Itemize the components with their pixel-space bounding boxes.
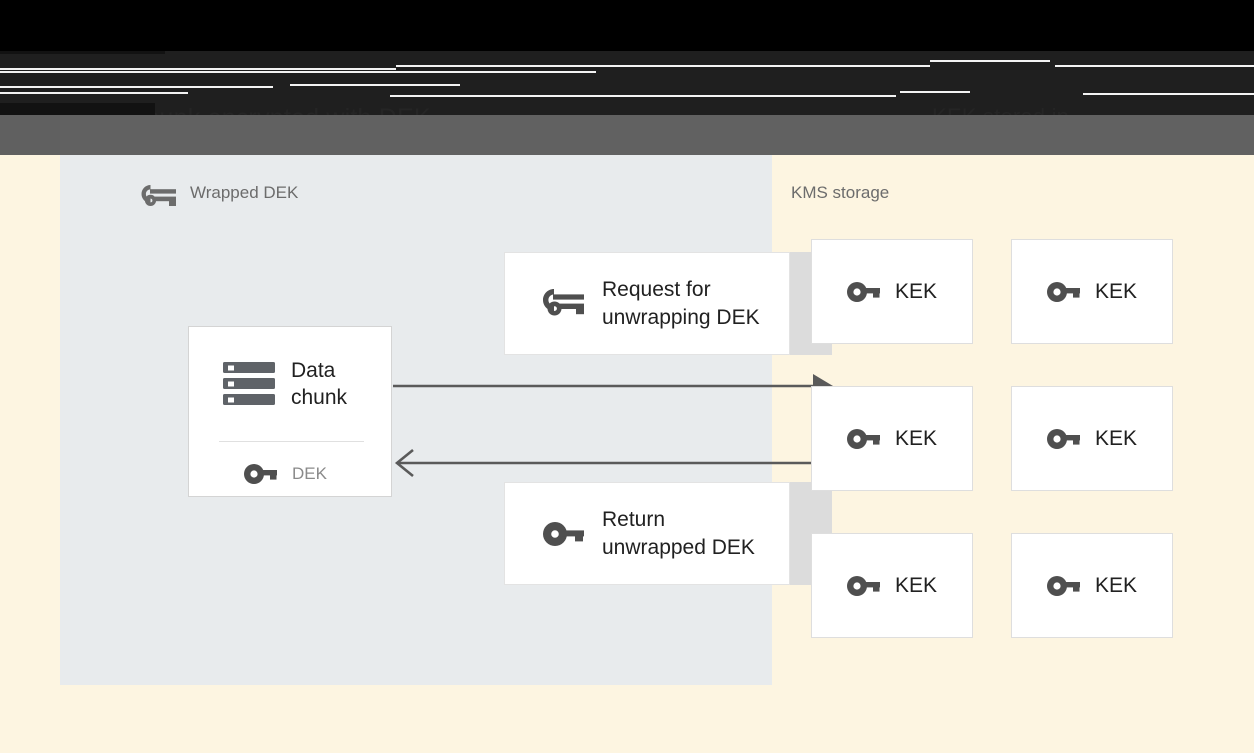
browser-chrome-title-band: Data chunk encrypted with DEK and stored… xyxy=(0,51,1254,163)
request-message-text: Request for unwrapping DEK xyxy=(602,276,760,331)
scan-artifact xyxy=(0,92,188,94)
scan-artifact xyxy=(0,103,155,115)
diagram-canvas: Wrapped DEK Data chunk xyxy=(0,155,1254,726)
return-message-card[interactable]: Return unwrapped DEK xyxy=(504,482,790,585)
kek-label: KEK xyxy=(1094,573,1138,597)
card-divider xyxy=(219,441,364,442)
scan-artifact xyxy=(0,68,396,70)
kek-card[interactable]: KEK xyxy=(811,533,973,638)
key-icon xyxy=(1046,281,1080,302)
client-panel: Wrapped DEK Data chunk xyxy=(60,155,833,685)
key-icon xyxy=(846,281,880,302)
kek-label: KEK xyxy=(1094,426,1138,450)
key-icon xyxy=(1046,575,1080,596)
kms-storage-title: KMS storage xyxy=(791,183,890,202)
request-message-line2: unwrapping DEK xyxy=(602,305,760,329)
scan-artifact xyxy=(290,84,460,86)
request-message-line1: Request for xyxy=(602,277,711,301)
kek-grid: KEK KEK KEK KEK xyxy=(811,239,1173,753)
key-icon xyxy=(1046,428,1080,449)
server-stack-icon xyxy=(223,362,275,406)
data-chunk-row: Data chunk xyxy=(221,357,347,412)
data-chunk-label: Data chunk xyxy=(291,357,347,412)
data-chunk-card[interactable]: Data chunk DEK xyxy=(188,326,392,497)
scan-artifact xyxy=(396,65,930,67)
browser-chrome-toolbar-left xyxy=(0,115,60,155)
key-icon xyxy=(846,575,880,596)
scan-artifact xyxy=(930,60,1050,62)
kek-card[interactable]: KEK xyxy=(1011,386,1173,491)
return-message-line2: unwrapped DEK xyxy=(602,535,755,559)
browser-chrome-toolbar xyxy=(0,115,1254,155)
key-icon xyxy=(244,464,277,484)
kek-card[interactable]: KEK xyxy=(1011,533,1173,638)
dek-label: DEK xyxy=(292,464,327,483)
scan-artifact xyxy=(0,71,596,73)
kek-card[interactable]: KEK xyxy=(811,386,973,491)
key-icon xyxy=(846,428,880,449)
scan-artifact xyxy=(1083,93,1254,95)
client-panel-title: Wrapped DEK xyxy=(190,183,299,202)
kek-label: KEK xyxy=(894,426,938,450)
return-message-text: Return unwrapped DEK xyxy=(602,506,755,561)
wrapped-key-icon xyxy=(543,288,584,315)
request-message-card[interactable]: Request for unwrapping DEK xyxy=(504,252,790,355)
response-arrow xyxy=(394,448,833,478)
data-chunk-label-line1: Data xyxy=(291,359,336,382)
kek-card[interactable]: KEK xyxy=(811,239,973,344)
browser-chrome-top-bar xyxy=(0,0,1254,51)
dek-row: DEK xyxy=(244,463,327,485)
return-message-line1: Return xyxy=(602,507,666,531)
data-chunk-label-line2: chunk xyxy=(291,386,348,410)
scan-artifact xyxy=(390,95,896,97)
request-arrow xyxy=(393,374,833,398)
kek-label: KEK xyxy=(1094,279,1138,303)
scan-artifact xyxy=(0,86,273,88)
kek-card[interactable]: KEK xyxy=(1011,239,1173,344)
key-icon xyxy=(543,521,584,546)
scan-artifact xyxy=(900,91,970,93)
scan-artifact xyxy=(1055,65,1254,67)
scan-artifact xyxy=(0,51,165,54)
kek-label: KEK xyxy=(894,279,938,303)
kek-label: KEK xyxy=(894,573,938,597)
wrapped-key-icon xyxy=(141,185,176,206)
